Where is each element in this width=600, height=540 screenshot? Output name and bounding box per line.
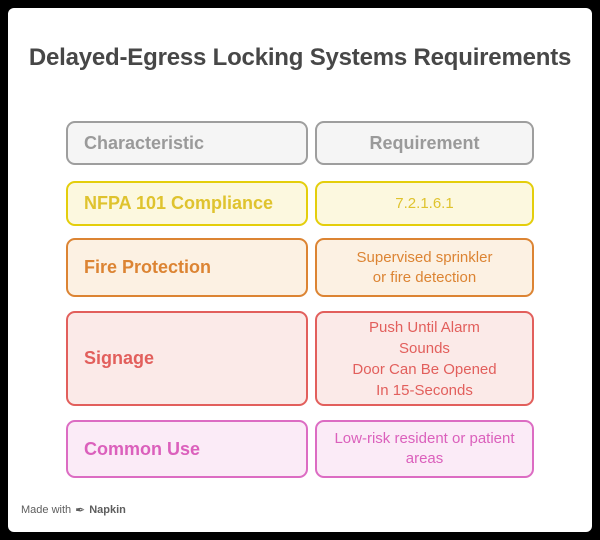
row-common-use-requirement-value: Low-risk resident or patient areas: [334, 430, 515, 467]
header-label-characteristic: Characteristic: [84, 132, 205, 153]
row-signage-requirement-value: Push Until Alarm Sounds Door Can Be Open…: [352, 318, 497, 399]
page-title: Delayed-Egress Locking Systems Requireme…: [28, 44, 572, 71]
row-fire-protection-characteristic-label: Fire Protection: [84, 257, 212, 277]
row-common-use-characteristic-cell: Common Use: [66, 420, 308, 478]
header-label-requirement: Requirement: [369, 132, 480, 153]
row-fire-protection-characteristic-cell: Fire Protection: [66, 238, 308, 297]
row-common-use-requirement-cell: Low-risk resident or patient areas: [315, 420, 534, 478]
row-fire-protection-requirement-value: Supervised sprinkler or fire detection: [356, 248, 493, 286]
pen-nib-icon: ✒: [75, 503, 86, 517]
row-nfpa-requirement-cell: 7.2.1.6.1: [315, 181, 534, 226]
row-signage-characteristic-cell: Signage: [66, 311, 308, 406]
row-nfpa-characteristic-cell: NFPA 101 Compliance: [66, 181, 308, 226]
row-signage-characteristic-label: Signage: [84, 348, 155, 368]
row-nfpa-requirement-value: 7.2.1.6.1: [395, 194, 454, 212]
header-cell-requirement: Requirement: [315, 121, 534, 165]
watermark-brand: Napkin: [89, 504, 126, 516]
row-nfpa-characteristic-label: NFPA 101 Compliance: [84, 193, 274, 213]
row-common-use-characteristic-label: Common Use: [84, 438, 201, 459]
row-fire-protection-requirement-cell: Supervised sprinkler or fire detection: [315, 238, 534, 297]
header-cell-characteristic: Characteristic: [66, 121, 308, 165]
watermark-prefix: Made with: [21, 504, 72, 516]
napkin-watermark: Made with ✒ Napkin: [21, 504, 126, 516]
row-signage-requirement-cell: Push Until Alarm Sounds Door Can Be Open…: [315, 311, 534, 406]
